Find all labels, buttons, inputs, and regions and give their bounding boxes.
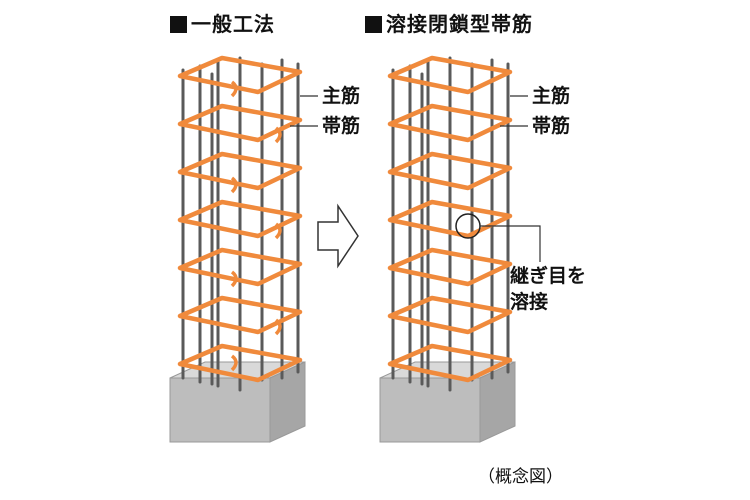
heading-welded-closed-hoop: 溶接閉鎖型帯筋 (365, 8, 533, 37)
left-hoop-hooks (230, 80, 282, 372)
heading-conventional-method: 一般工法 (170, 8, 275, 37)
right-hoops (387, 55, 513, 383)
label-hoop-right: 帯筋 (532, 115, 571, 137)
label-weld-note-line2: 溶接 (510, 291, 549, 313)
left-hoops (177, 55, 303, 383)
label-main-bar-right: 主筋 (532, 85, 571, 107)
black-square-icon (170, 16, 187, 33)
right-concrete-base (379, 361, 516, 443)
left-concrete-base (169, 361, 306, 443)
right-leader-lines (480, 95, 541, 262)
label-main-bar-left: 主筋 (322, 85, 361, 107)
black-square-icon (365, 16, 382, 33)
label-weld-note-line1: 継ぎ目を (510, 265, 587, 287)
right-column (379, 55, 541, 443)
right-arrow-outline-icon (317, 203, 359, 269)
caption-conceptual-diagram: （概念図） (478, 467, 563, 487)
left-column (169, 55, 318, 443)
label-hoop-left: 帯筋 (322, 115, 361, 137)
left-leader-lines (290, 95, 318, 127)
